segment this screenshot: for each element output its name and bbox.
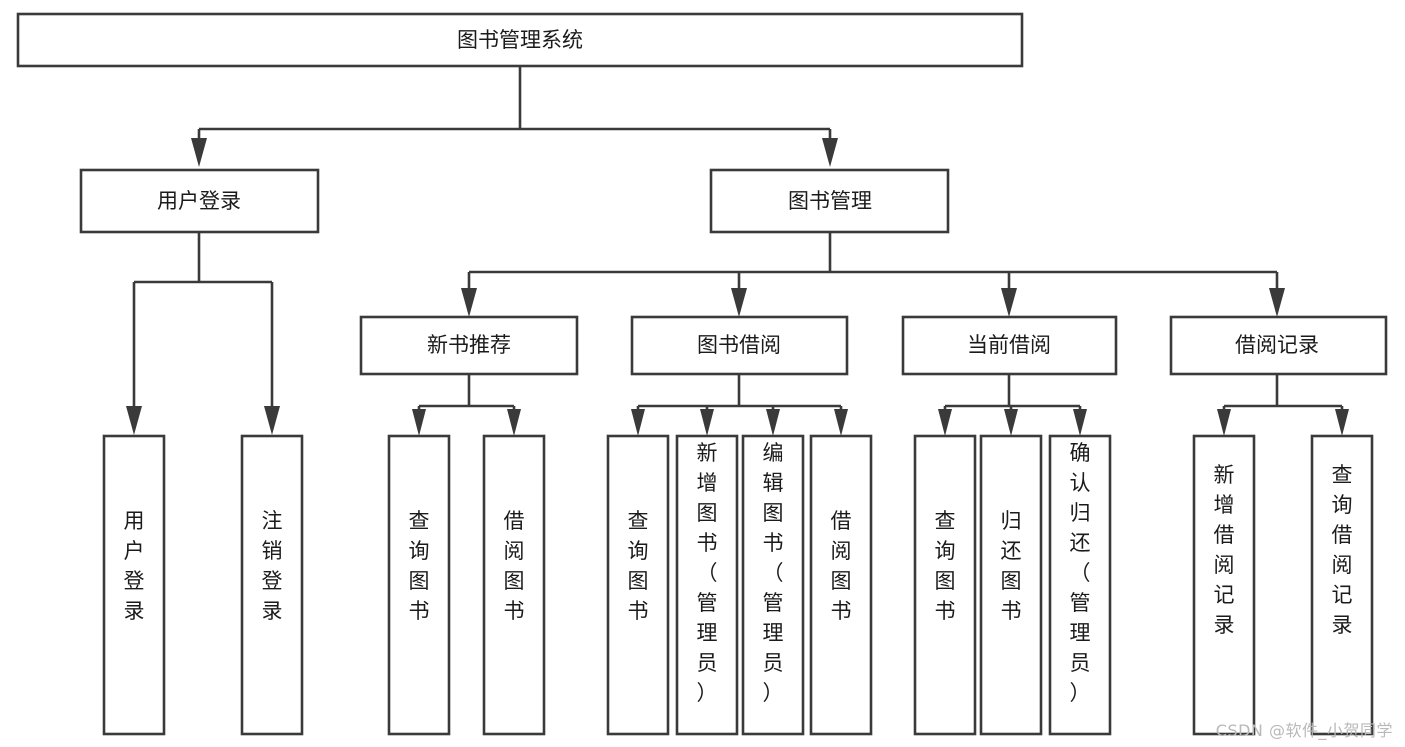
node-user-login[interactable]: 用户登录 (79, 168, 320, 234)
node-current-borrow-box[interactable] (901, 315, 1118, 376)
node-borrow-record-label: 借阅记录 (1235, 333, 1319, 357)
leaf-book-borrow-add-label: 新增图书（管理员） (697, 441, 718, 705)
node-new-book-recommend-box[interactable] (359, 315, 579, 376)
leaf-user-login-login[interactable]: 用户登录 (102, 434, 166, 736)
connector-group-book-management (461, 232, 1285, 317)
node-current-borrow[interactable]: 当前借阅 (901, 315, 1118, 376)
leaf-user-login-logout-label: 注销登录 (262, 509, 283, 623)
arrow-bookborrow-leaf-2 (700, 409, 714, 436)
node-borrow-record-box[interactable] (1169, 315, 1388, 376)
leaf-new-book-query-label: 查询图书 (409, 509, 430, 623)
arrow-bookmgmt-child-1 (461, 288, 477, 317)
node-root-system-box[interactable] (16, 12, 1024, 68)
arrow-bookborrow-leaf-1 (631, 409, 645, 436)
node-book-borrow-label: 图书借阅 (697, 333, 781, 357)
connector-group-user-login (126, 232, 280, 435)
arrow-bookmgmt-child-3 (1001, 288, 1017, 317)
arrow-bookborrow-leaf-3 (766, 409, 780, 436)
leaf-user-login-logout[interactable]: 注销登录 (240, 434, 304, 736)
leaf-book-borrow-add[interactable]: 新增图书（管理员） (675, 434, 739, 736)
csdn-watermark: CSDN @软件_小贺同学 (1215, 721, 1393, 740)
node-book-borrow[interactable]: 图书借阅 (630, 315, 849, 376)
leaf-borrow-record-query-box[interactable] (1310, 434, 1374, 736)
arrow-login-leaf-1 (126, 406, 142, 435)
arrow-borrowrecord-leaf-2 (1335, 409, 1349, 436)
connector-group-book-borrow (631, 374, 848, 436)
leaf-current-borrow-return-label: 归还图书 (1001, 509, 1022, 623)
node-new-book-recommend[interactable]: 新书推荐 (359, 315, 579, 376)
leaf-current-borrow-query-box[interactable] (913, 434, 977, 736)
leaf-book-borrow-edit-box[interactable] (741, 434, 805, 736)
node-root-system[interactable]: 图书管理系统 (16, 12, 1024, 68)
leaf-borrow-record-query-label: 查询借阅记录 (1332, 463, 1353, 637)
leaf-borrow-record-add-box[interactable] (1192, 434, 1256, 736)
arrow-bookborrow-leaf-4 (834, 409, 848, 436)
leaf-new-book-borrow-box[interactable] (482, 434, 546, 736)
arrow-bookmgmt-child-4 (1269, 288, 1285, 317)
arrow-currentborrow-leaf-1 (938, 409, 952, 436)
leaf-borrow-record-add-label: 新增借阅记录 (1214, 463, 1235, 637)
arrow-root-to-bookmgmt (822, 138, 838, 167)
leaf-new-book-borrow[interactable]: 借阅图书 (482, 434, 546, 736)
leaf-new-book-borrow-label: 借阅图书 (504, 509, 525, 623)
leaf-current-borrow-confirm-box[interactable] (1048, 434, 1112, 736)
leaf-borrow-record-add[interactable]: 新增借阅记录 (1192, 434, 1256, 736)
node-borrow-record[interactable]: 借阅记录 (1169, 315, 1388, 376)
leaf-new-book-query[interactable]: 查询图书 (387, 434, 451, 736)
node-book-management-box[interactable] (709, 168, 950, 234)
leaf-user-login-logout-box[interactable] (240, 434, 304, 736)
leaf-user-login-login-box[interactable] (102, 434, 166, 736)
leaf-user-login-login-label: 用户登录 (124, 509, 145, 623)
connector-group-current-borrow (938, 374, 1087, 436)
leaf-book-borrow-query-box[interactable] (606, 434, 670, 736)
node-current-borrow-label: 当前借阅 (967, 333, 1051, 357)
arrow-borrowrecord-leaf-1 (1217, 409, 1231, 436)
leaf-current-borrow-return[interactable]: 归还图书 (979, 434, 1043, 736)
arrow-root-to-login (191, 138, 207, 167)
node-new-book-recommend-label: 新书推荐 (427, 333, 511, 357)
node-book-management-label: 图书管理 (788, 189, 872, 213)
leaf-book-borrow-edit-label: 编辑图书（管理员） (763, 441, 784, 705)
leaf-book-borrow-borrow-box[interactable] (809, 434, 873, 736)
leaf-book-borrow-edit[interactable]: 编辑图书（管理员） (741, 434, 805, 736)
leaf-current-borrow-query[interactable]: 查询图书 (913, 434, 977, 736)
leaf-current-borrow-query-label: 查询图书 (935, 509, 956, 623)
leaf-book-borrow-add-box[interactable] (675, 434, 739, 736)
leaf-new-book-query-box[interactable] (387, 434, 451, 736)
leaf-current-borrow-confirm-label: 确认归还（管理员） (1070, 441, 1091, 705)
connector-group-new-book (412, 374, 521, 436)
leaf-book-borrow-borrow-label: 借阅图书 (831, 509, 852, 623)
arrow-bookmgmt-child-2 (731, 288, 747, 317)
node-root-system-label: 图书管理系统 (457, 28, 583, 52)
arrow-currentborrow-leaf-3 (1073, 409, 1087, 436)
arrow-login-leaf-2 (264, 406, 280, 435)
leaf-borrow-record-query[interactable]: 查询借阅记录 (1310, 434, 1374, 736)
leaf-current-borrow-return-box[interactable] (979, 434, 1043, 736)
leaf-book-borrow-borrow[interactable]: 借阅图书 (809, 434, 873, 736)
connector-group-borrow-record (1217, 374, 1349, 436)
leaf-book-borrow-query[interactable]: 查询图书 (606, 434, 670, 736)
node-book-management[interactable]: 图书管理 (709, 168, 950, 234)
arrow-currentborrow-leaf-2 (1004, 409, 1018, 436)
connector-group-root (191, 66, 838, 167)
arrow-newbook-leaf-1 (412, 409, 426, 436)
arrow-newbook-leaf-2 (507, 409, 521, 436)
leaf-book-borrow-query-label: 查询图书 (628, 509, 649, 623)
node-user-login-box[interactable] (79, 168, 320, 234)
node-book-borrow-box[interactable] (630, 315, 849, 376)
node-user-login-label: 用户登录 (157, 189, 241, 213)
leaf-current-borrow-confirm[interactable]: 确认归还（管理员） (1048, 434, 1112, 736)
